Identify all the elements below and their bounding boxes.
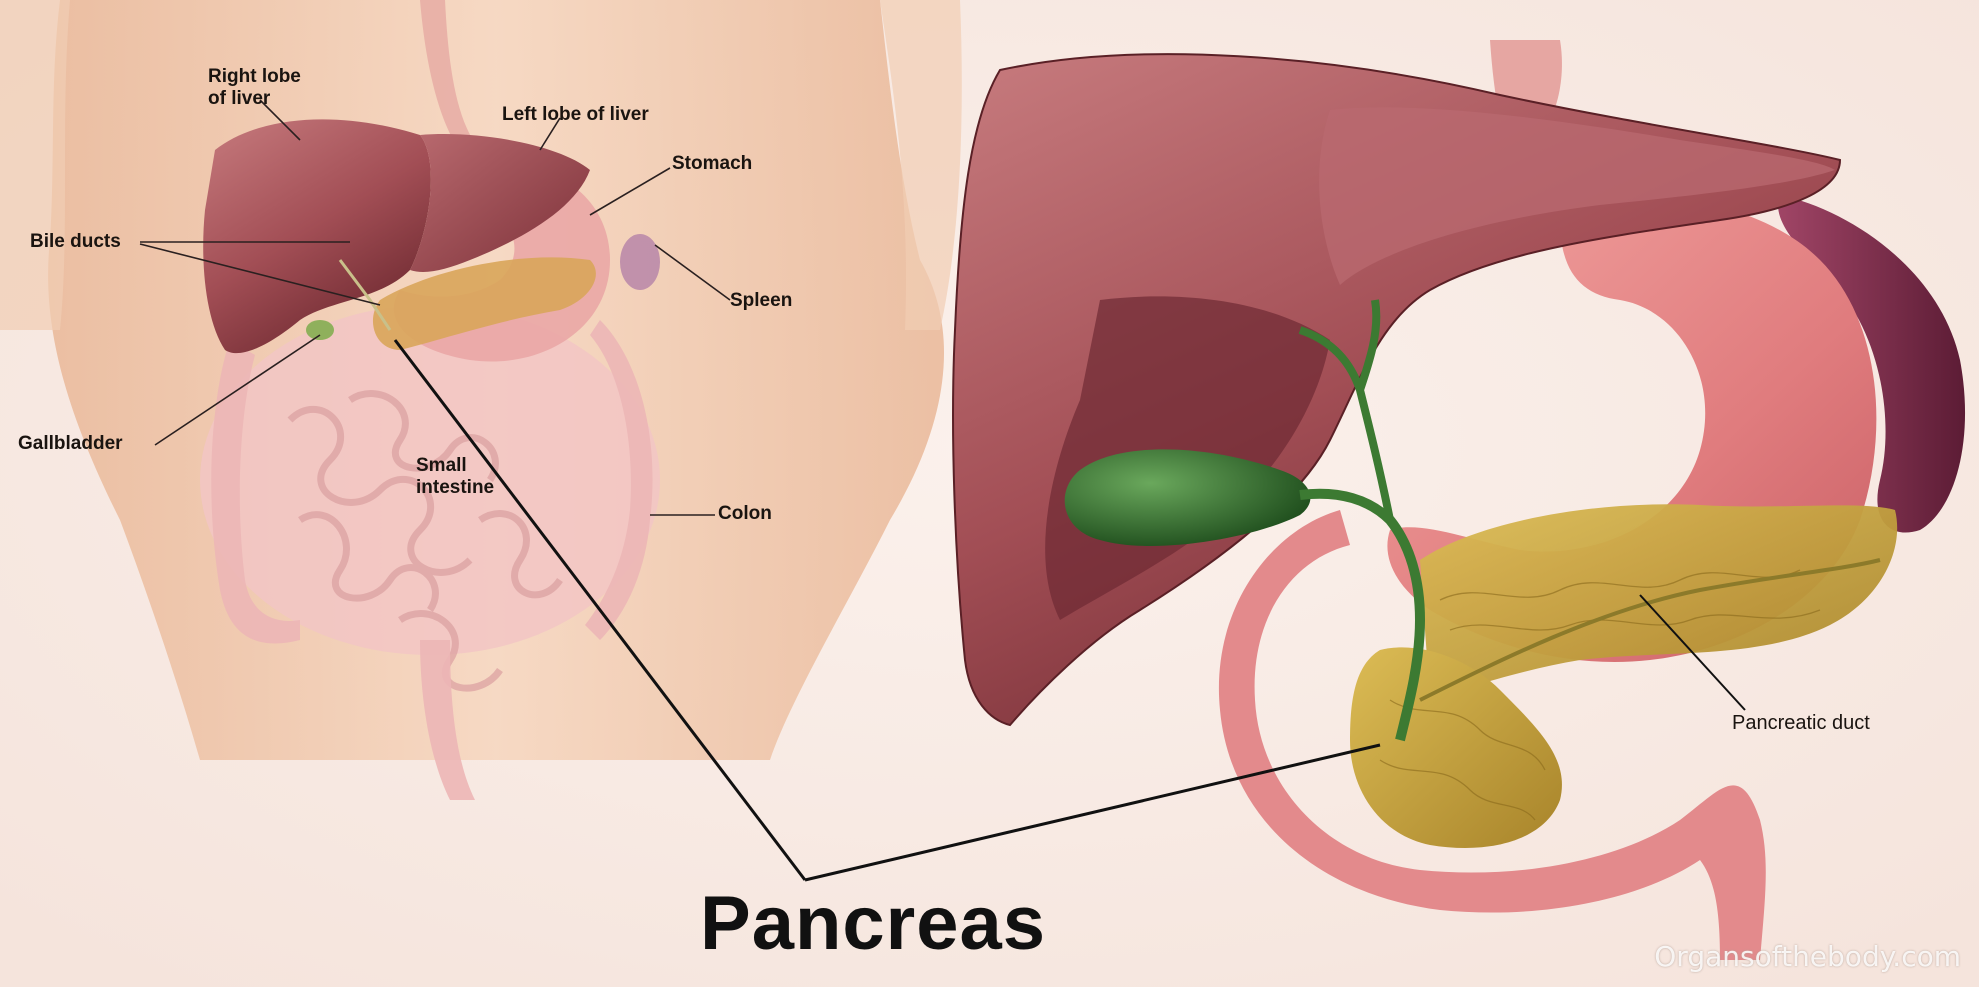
label-left-lobe-of-liver: Left lobe of liver [502, 104, 649, 126]
label-colon: Colon [718, 503, 772, 525]
label-right-lobe-line1: Right lobe [208, 66, 301, 88]
label-bile-ducts: Bile ducts [30, 231, 121, 253]
label-right-lobe-line2: of liver [208, 88, 301, 110]
label-right-lobe-of-liver: Right lobe of liver [208, 66, 301, 110]
label-small-intestine-line2: intestine [416, 477, 494, 499]
label-spleen: Spleen [730, 290, 792, 312]
label-pancreatic-duct: Pancreatic duct [1732, 712, 1870, 734]
label-small-intestine: Small intestine [416, 455, 494, 499]
watermark: Organsofthebody.com [1654, 940, 1961, 973]
label-small-intestine-line1: Small [416, 455, 494, 477]
label-stomach: Stomach [672, 153, 752, 175]
label-pancreas: Pancreas [700, 880, 1046, 967]
label-gallbladder: Gallbladder [18, 433, 123, 455]
